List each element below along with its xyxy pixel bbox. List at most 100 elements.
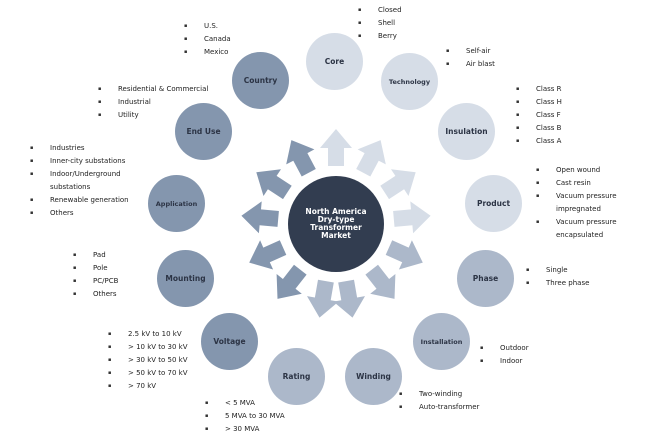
list-item: Renewable generation — [30, 194, 129, 207]
node-label: Winding — [356, 372, 391, 381]
node-voltage: Voltage — [201, 313, 258, 370]
list-item: encapsulated — [556, 231, 604, 239]
list-product: Open wound Cast resin Vacuum pressure im… — [536, 164, 617, 242]
node-core: Core — [306, 33, 363, 90]
list-item: Indoor/Underground — [30, 168, 129, 181]
list-item: > 30 MVA — [205, 423, 285, 436]
list-core: Closed Shell Berry — [358, 4, 402, 43]
node-label: Phase — [472, 274, 499, 283]
list-item: 2.5 kV to 10 kV — [108, 328, 188, 341]
list-item: Air blast — [446, 58, 495, 71]
arrow-icon-technology — [356, 140, 386, 177]
list-item: Auto-transformer — [399, 401, 479, 414]
list-rating: < 5 MVA 5 MVA to 30 MVA > 30 MVA — [205, 397, 285, 436]
list-phase: Single Three phase — [526, 264, 589, 290]
node-country: Country — [232, 52, 289, 109]
node-insulation: Insulation — [438, 103, 495, 160]
list-item: Class H — [516, 96, 562, 109]
node-label: Technology — [388, 77, 431, 86]
node-label: Installation — [420, 337, 463, 346]
arrow-icon-mounting — [249, 240, 287, 270]
node-label: Application — [155, 199, 198, 208]
node-winding: Winding — [345, 348, 402, 405]
list-item: Indoor — [480, 355, 529, 368]
arrow-icon-installation — [365, 264, 396, 299]
arrow-icon-voltage — [276, 264, 307, 299]
list-winding: Two-winding Auto-transformer — [399, 388, 479, 414]
list-technology: Self-air Air blast — [446, 45, 495, 71]
node-label: Mounting — [165, 274, 206, 283]
list-item: Cast resin — [536, 177, 617, 190]
arrow-icon-insulation — [380, 169, 416, 200]
node-label: Voltage — [213, 337, 246, 346]
list-item: Residential & Commercial — [98, 83, 208, 96]
list-item: Vacuum pressure — [536, 190, 617, 203]
list-item: Inner-city substations — [30, 155, 129, 168]
center-label: North America Dry-type Transformer Marke… — [305, 207, 367, 240]
list-mounting: Pad Pole PC/PCB Others — [73, 249, 118, 301]
list-item: Industries — [30, 142, 129, 155]
list-item: Berry — [358, 30, 402, 43]
list-end-use: Residential & Commercial Industrial Util… — [98, 83, 208, 122]
node-label: Rating — [282, 372, 311, 381]
list-country: U.S. Canada Mexico — [184, 20, 231, 59]
list-application: Industries Inner-city substations Indoor… — [30, 142, 129, 220]
node-technology: Technology — [381, 53, 438, 110]
list-item: impregnated — [556, 205, 601, 213]
list-item: > 50 kV to 70 kV — [108, 367, 188, 380]
list-item: Class A — [516, 135, 562, 148]
list-item: > 30 kV to 50 kV — [108, 354, 188, 367]
list-voltage: 2.5 kV to 10 kV > 10 kV to 30 kV > 30 kV… — [108, 328, 188, 393]
list-item: Open wound — [536, 164, 617, 177]
list-item: PC/PCB — [73, 275, 118, 288]
node-mounting: Mounting — [157, 250, 214, 307]
list-item: Industrial — [98, 96, 208, 109]
list-item: Canada — [184, 33, 231, 46]
list-item: Vacuum pressure — [536, 216, 617, 229]
list-item: Mexico — [184, 46, 231, 59]
list-item: Class F — [516, 109, 562, 122]
node-product: Product — [465, 175, 522, 232]
list-item: Utility — [98, 109, 208, 122]
arrow-icon-end-use — [256, 169, 292, 200]
list-item: Class B — [516, 122, 562, 135]
list-item: Others — [73, 288, 118, 301]
center-node-market: North America Dry-type Transformer Marke… — [288, 176, 384, 272]
arrow-icon-application — [241, 201, 279, 234]
arrow-icon-winding — [333, 279, 365, 318]
list-item: Shell — [358, 17, 402, 30]
node-installation: Installation — [413, 313, 470, 370]
arrow-icon-rating — [307, 279, 339, 318]
list-item: Outdoor — [480, 342, 529, 355]
arrow-icon-core — [320, 129, 352, 166]
list-item: U.S. — [184, 20, 231, 33]
list-item: Closed — [358, 4, 402, 17]
list-item: Pole — [73, 262, 118, 275]
list-item: Pad — [73, 249, 118, 262]
list-item: Three phase — [526, 277, 589, 290]
node-label: Core — [324, 57, 345, 66]
list-item: > 70 kV — [108, 380, 188, 393]
node-label: Product — [476, 199, 511, 208]
list-item: Others — [30, 207, 129, 220]
arrow-icon-product — [393, 201, 431, 234]
list-item: < 5 MVA — [205, 397, 285, 410]
arrow-icon-country — [286, 140, 316, 177]
node-label: End Use — [186, 127, 221, 136]
node-label: Country — [243, 76, 278, 85]
list-installation: Outdoor Indoor — [480, 342, 529, 368]
list-item: substations — [50, 183, 91, 191]
node-application: Application — [148, 175, 205, 232]
list-item: Two-winding — [399, 388, 479, 401]
list-item: > 10 kV to 30 kV — [108, 341, 188, 354]
list-item: Self-air — [446, 45, 495, 58]
node-label: Insulation — [445, 127, 488, 136]
list-insulation: Class R Class H Class F Class B Class A — [516, 83, 562, 148]
node-rating: Rating — [268, 348, 325, 405]
list-item: 5 MVA to 30 MVA — [205, 410, 285, 423]
node-phase: Phase — [457, 250, 514, 307]
list-item: Single — [526, 264, 589, 277]
arrow-icon-phase — [385, 240, 423, 270]
